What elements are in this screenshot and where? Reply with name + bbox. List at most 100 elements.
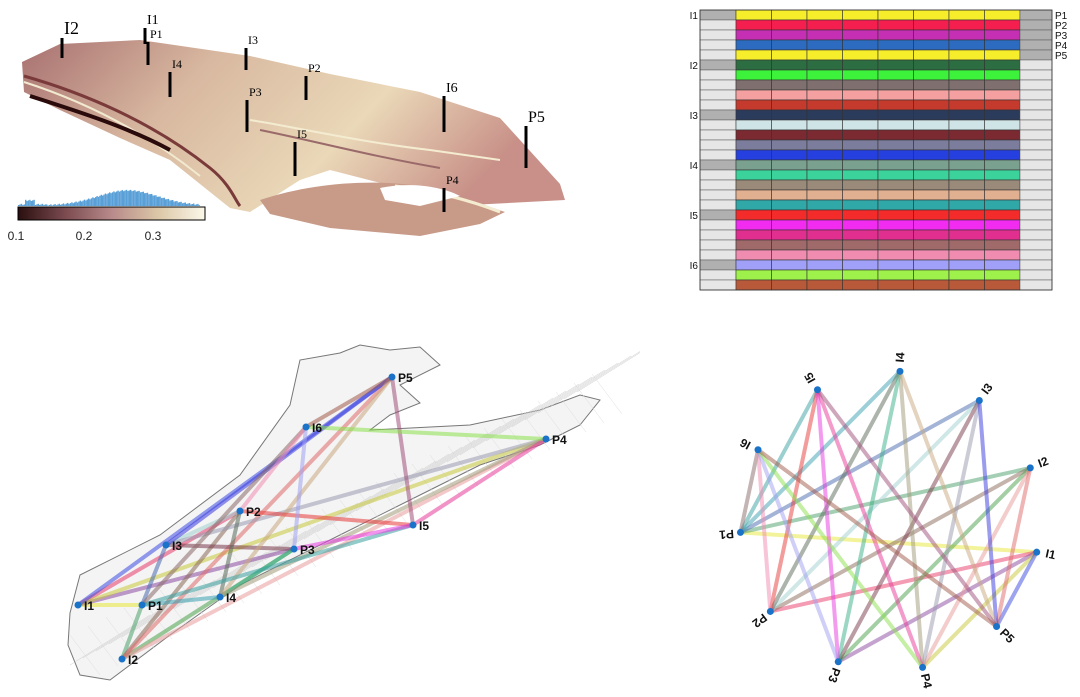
- matrix-cell: [842, 219, 879, 231]
- matrix-frame: [699, 9, 1053, 291]
- matrix-cell: [984, 269, 1021, 281]
- matrix-cell: [913, 229, 950, 241]
- matrix-cell: [842, 229, 879, 241]
- edge-I3-P2: [164, 509, 242, 547]
- circ-edge-I4-P4: [897, 369, 925, 670]
- matrix-producer-cell: [1019, 179, 1053, 191]
- matrix-cell: [877, 29, 914, 41]
- histogram-bin: [160, 198, 163, 206]
- grid-line: [303, 488, 385, 540]
- matrix-cell: [984, 199, 1021, 211]
- matrix-cell: [877, 229, 914, 241]
- grid-line: [160, 565, 242, 617]
- matrix-cell: [913, 119, 950, 131]
- histogram-bin: [176, 200, 178, 206]
- matrix-injector-cell: [699, 219, 737, 231]
- matrix-cell: [948, 139, 985, 151]
- histogram-bin: [188, 203, 191, 206]
- edge-I3-P4: [164, 437, 548, 547]
- edge-I6-P3: [292, 425, 308, 551]
- matrix-cell: [806, 9, 843, 21]
- matrix-cell: [913, 219, 950, 231]
- matrix-cell: [735, 259, 772, 271]
- node-I1: [74, 601, 82, 609]
- histogram-bin: [72, 203, 74, 206]
- histogram-bin: [158, 196, 160, 206]
- histogram-bin: [167, 198, 170, 206]
- histogram-bin: [172, 199, 174, 206]
- matrix-cell: [877, 249, 914, 261]
- matrix-cell: [948, 89, 985, 101]
- well-label-P3: P3: [249, 85, 262, 99]
- matrix-injector-cell: [699, 9, 737, 21]
- matrix-cell: [984, 149, 1021, 161]
- matrix-cell: [877, 129, 914, 141]
- matrix-cell: [913, 269, 950, 281]
- matrix-injector-cell: [699, 129, 737, 141]
- matrix-cell: [913, 139, 950, 151]
- histogram-bin: [71, 202, 73, 206]
- histogram-bin: [141, 191, 143, 206]
- matrix-cell: [948, 59, 985, 71]
- histogram-bin: [97, 196, 100, 206]
- matrix-cell: [842, 129, 879, 141]
- matrix-cell: [877, 259, 914, 271]
- matrix-injector-cell: [699, 149, 737, 161]
- edge-I6-P1: [140, 425, 308, 607]
- node-label-P4: P4: [552, 433, 567, 447]
- matrix-cell: [842, 39, 879, 51]
- histogram-bin: [90, 198, 93, 206]
- matrix-cell: [948, 159, 985, 171]
- matrix-cell: [984, 59, 1021, 71]
- matrix-cell: [877, 89, 914, 101]
- matrix-cell: [806, 229, 843, 241]
- matrix-cell: [771, 79, 808, 91]
- circ-edge-I5-P4: [815, 387, 925, 670]
- grid-line: [447, 445, 479, 487]
- matrix-cell: [735, 99, 772, 111]
- matrix-cell: [842, 69, 879, 81]
- histogram-bin: [179, 202, 181, 206]
- node-label-P1: P1: [148, 599, 163, 613]
- histogram-bin: [180, 201, 182, 206]
- matrix-cell: [877, 179, 914, 191]
- matrix-cell: [735, 59, 772, 71]
- matrix-cell: [771, 109, 808, 121]
- histogram-bin: [138, 190, 140, 206]
- matrix-cell: [806, 269, 843, 281]
- histogram-bin: [113, 191, 115, 206]
- histogram-bin: [130, 189, 132, 206]
- matrix-producer-cell: [1019, 259, 1053, 271]
- node-I2: [118, 655, 126, 663]
- histogram-bin: [55, 205, 58, 206]
- matrix-producer-cell: [1019, 39, 1053, 51]
- node-I6: [302, 423, 310, 431]
- circ-node-label-I5: I5: [801, 370, 818, 386]
- circ-edge-I4-P3: [836, 369, 902, 664]
- matrix-injector-cell: [699, 229, 737, 241]
- matrix-injector-cell: [699, 19, 737, 31]
- histogram-bin: [116, 191, 118, 206]
- matrix-cell: [877, 39, 914, 51]
- histogram-bin: [152, 195, 154, 206]
- well-label-P4: P4: [446, 173, 459, 187]
- matrix-producer-cell: [1019, 189, 1053, 201]
- grid-line: [251, 516, 333, 568]
- well-label-I5: I5: [297, 127, 307, 141]
- histogram-bin: [191, 203, 193, 206]
- well-label-P1: P1: [150, 27, 163, 41]
- matrix-injector-cell: [699, 159, 737, 171]
- matrix-cell: [984, 99, 1021, 111]
- matrix-cell: [771, 199, 808, 211]
- histogram-bin: [78, 201, 80, 206]
- matrix-cell: [913, 89, 950, 101]
- histogram-bin: [142, 191, 144, 206]
- matrix-producer-cell: [1019, 79, 1053, 91]
- histogram-bin: [139, 192, 142, 206]
- matrix-cell: [806, 109, 843, 121]
- edge-I1-P4: [76, 437, 548, 607]
- histogram-bin: [166, 199, 168, 206]
- matrix-cell: [948, 189, 985, 201]
- histogram-bin: [162, 197, 164, 206]
